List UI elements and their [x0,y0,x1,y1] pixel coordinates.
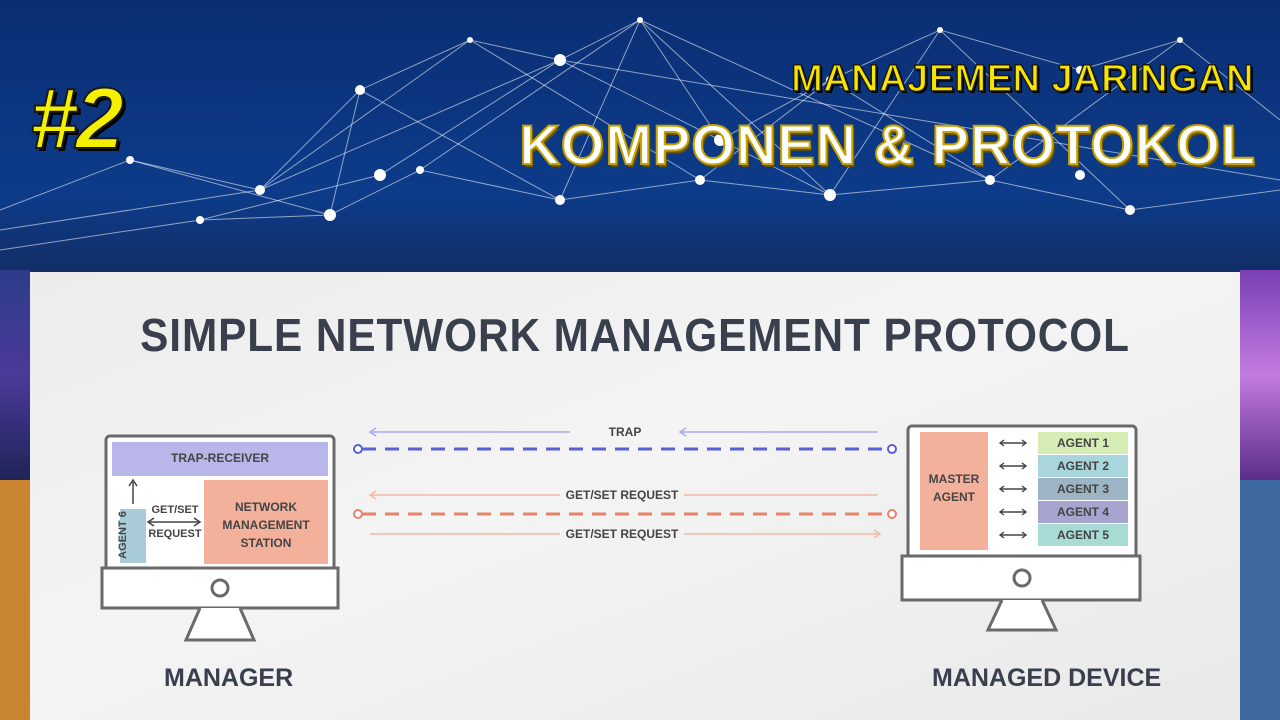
series-title: MANAJEMEN JARINGAN [790,57,1254,101]
right-border [1240,480,1280,720]
episode-title: KOMPONEN & PROTOKOL [518,112,1256,177]
agent5-box [1038,524,1128,546]
agent3-label: AGENT 3 [1056,482,1109,496]
nms-label-2: MANAGEMENT [222,518,310,532]
network-lines-graphic [0,17,1280,251]
episode-badge: #2 [29,70,125,168]
agent6-box [120,509,146,563]
trap-flow [353,427,897,454]
trap-label: TRAP [608,425,642,439]
agent6-label: AGENT 6 [117,511,129,559]
trap-receiver-box [112,442,328,476]
request-label: REQUEST [148,528,202,540]
left-border [0,480,30,720]
diagram-title: SIMPLE NETWORK MANAGEMENT PROTOCOL [140,309,1130,361]
skyline-left-edge [0,270,30,480]
snmp-diagram-panel: SIMPLE NETWORK MANAGEMENT PROTOCOL [30,272,1240,720]
skyline-right-edge [1240,270,1280,480]
request-flow [353,490,897,539]
agent1-label: AGENT 1 [1056,436,1109,450]
agent2-label: AGENT 2 [1056,459,1109,473]
get-set-label: GET/SET [151,504,199,516]
snmp-diagram [100,424,1142,642]
agent1-box [1038,432,1128,454]
trap-receiver-label: TRAP-RECEIVER [170,451,269,465]
nms-label-1: NETWORK [235,500,297,514]
agent2-box [1038,455,1128,477]
nms-label-3: STATION [240,536,292,550]
master-agent-box [920,432,988,550]
manager-label: MANAGER [164,664,294,692]
request-label-top: GET/SET REQUEST [565,488,679,502]
managed-device-label: MANAGED DEVICE [932,664,1162,692]
master-agent-label-2: AGENT [933,490,975,504]
agent4-label: AGENT 4 [1056,505,1109,519]
master-agent-label-1: MASTER [928,472,980,486]
request-label-bottom: GET/SET REQUEST [565,527,679,541]
agent4-box [1038,501,1128,523]
nms-box [204,480,328,564]
agent5-label: AGENT 5 [1056,528,1109,542]
agent3-box [1038,478,1128,500]
